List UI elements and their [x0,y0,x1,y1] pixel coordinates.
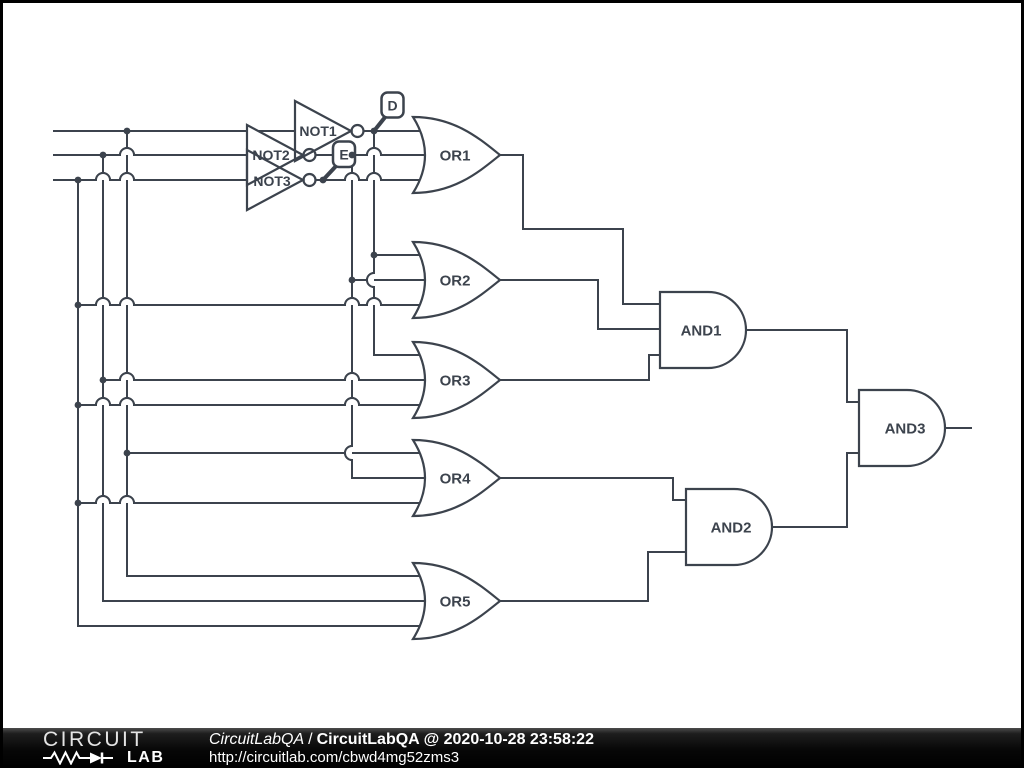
wire-hop [119,297,135,306]
wire-hop [119,397,135,406]
footer-bar: CIRCUIT LAB CircuitLabQA/CircuitLabQA @ … [0,728,1024,768]
and3-label: AND3 [885,421,926,438]
not2-label: NOT2 [252,147,290,163]
wire-hop [344,372,360,381]
wire-bus-c [77,180,430,627]
and3-gate [857,388,947,468]
not1-bubble [350,123,365,139]
wire-or1-out [500,154,660,305]
logo-bottom-row: LAB [43,749,164,767]
or2-label: OR2 [440,273,471,290]
circuit-url: http://circuitlab.com/cbwd4mg52zms3 [209,749,460,766]
wire-hop [95,172,111,181]
junction-layer [74,127,378,507]
junction-dot [348,151,356,159]
gate-stroke-layer [245,99,947,641]
wire-hop [95,397,111,406]
and1-label: AND1 [681,323,722,340]
wire-hop [344,172,360,181]
junction-dot [74,499,82,507]
wire-hop [366,272,375,288]
junction-dot [74,401,82,409]
flag-e-label: E [339,147,348,163]
gate-fill-layer [247,101,945,639]
or1-label: OR1 [440,148,471,165]
junction-dot [370,251,378,259]
gate-label-layer: NOT1 NOT2 NOT3 OR1 OR2 OR3 OR4 OR5 AND1 … [252,123,925,611]
not3-bubble [302,172,317,188]
wire-hop [95,495,111,504]
not3-label: NOT3 [253,173,291,189]
wire-or3-out [500,354,660,381]
junction-dot [319,176,327,184]
wire-hop [95,297,111,306]
or4-gate [411,438,502,518]
wire-hop [344,397,360,406]
wire-hop [119,147,135,156]
wire-or2-out [500,279,660,330]
and1-gate [658,290,748,370]
wire-hop [119,495,135,504]
hop-layer [95,147,382,504]
wire-hop [344,297,360,306]
wire-or4-out [500,477,686,501]
wire-or5-out [500,551,686,602]
circuitlab-logo: CIRCUIT LAB [43,728,193,768]
junction-dot [370,127,378,135]
junction-dot [74,176,82,184]
junction-dot [74,301,82,309]
wire-hop [344,445,353,461]
wire-and1-out [744,329,859,403]
wire-hop [366,172,382,181]
wire-hop [119,372,135,381]
flag-layer: D E [321,91,405,182]
or5-gate [411,561,502,641]
junction-dot [123,127,131,135]
wire-hop [366,297,382,306]
not3-gate [245,148,306,212]
or3-label: OR3 [440,373,471,390]
logo-circuit-text: CIRCUIT [43,728,146,751]
wire-or3-in2 [103,372,430,381]
wire-bus-a [126,131,430,577]
not2-bubble [302,147,317,163]
and2-label: AND2 [711,520,752,537]
separator: / [308,731,313,748]
and2-gate [684,487,774,567]
wire-layer [53,130,972,627]
junction-dot [99,151,107,159]
wire-bus-b [102,155,430,602]
author-name: CircuitLabQA [209,731,305,748]
or4-label: OR4 [440,471,472,488]
wire-hop [366,147,382,156]
flag-d [380,91,405,119]
junction-dot [123,449,131,457]
not1-gate [293,99,354,163]
credit-block: CircuitLabQA/CircuitLabQA @ 2020-10-28 2… [209,730,594,767]
junction-dot [348,276,356,284]
or1-gate [411,115,502,195]
flag-d-label: D [387,98,397,114]
junction-dot [99,376,107,384]
credit-title: CircuitLabQA/CircuitLabQA @ 2020-10-28 2… [209,730,594,749]
circuit-title-and-timestamp: CircuitLabQA @ 2020-10-28 23:58:22 [316,731,594,748]
or3-gate [411,340,502,420]
wire-and2-out [770,452,859,528]
wire-hop [119,172,135,181]
resistor-diode-icon [43,750,113,766]
flag-e-stub [321,163,339,182]
not1-label: NOT1 [299,123,337,139]
or2-gate [411,240,502,320]
or5-label: OR5 [440,594,471,611]
logo-lab-text: LAB [127,749,165,766]
